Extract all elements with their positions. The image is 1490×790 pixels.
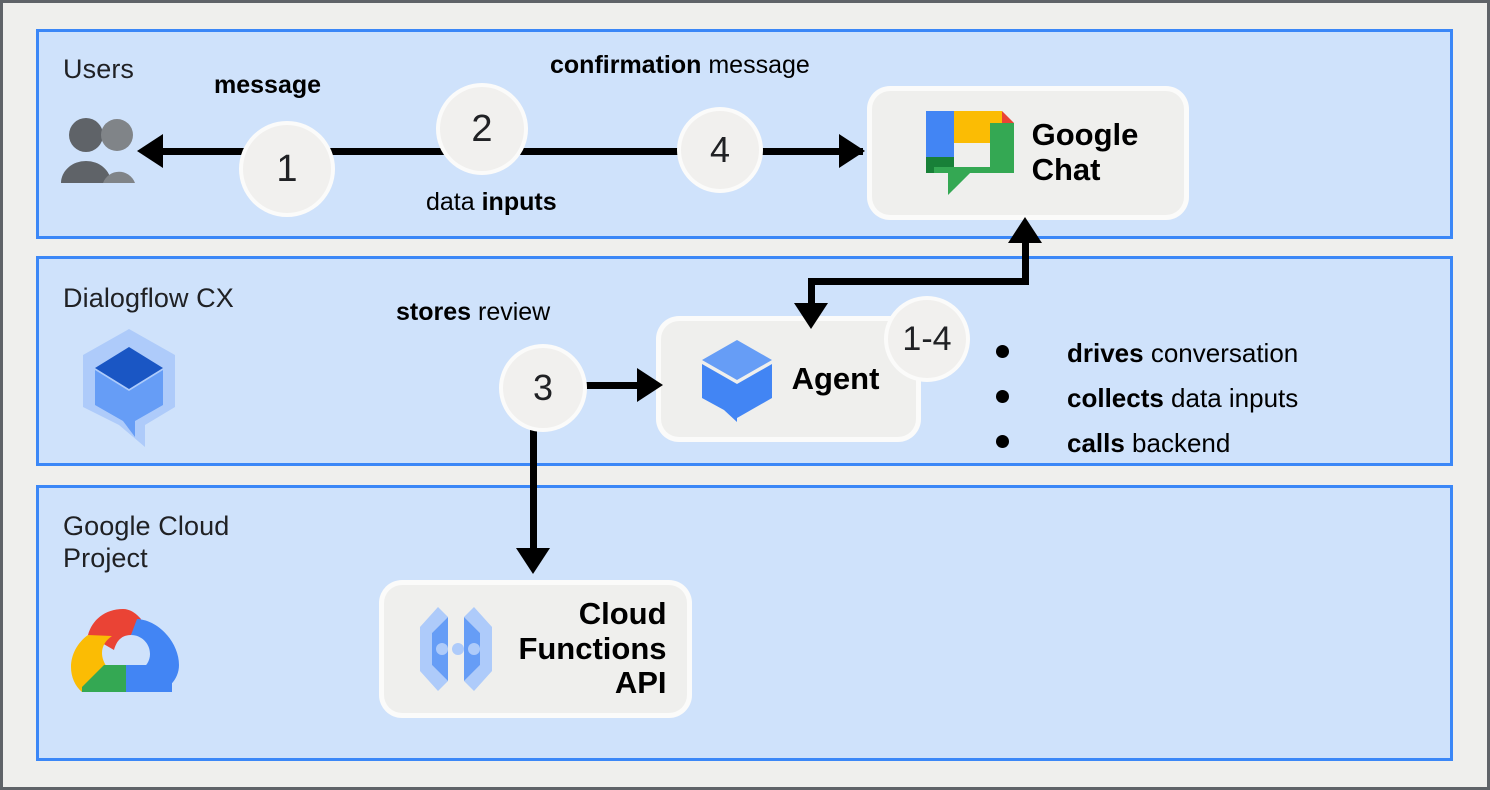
bullet-0-plain: conversation bbox=[1143, 338, 1299, 368]
edge-label-data-inputs: data inputs bbox=[426, 188, 557, 217]
arrowhead-chat-to-agent bbox=[794, 303, 828, 329]
arrowhead-to-users bbox=[137, 134, 163, 168]
dialogflow-cx-icon bbox=[75, 325, 183, 450]
bullet-dot-icon bbox=[996, 390, 1009, 403]
bullet-item: calls backend bbox=[996, 428, 1298, 459]
bullet-2-bold: calls bbox=[1067, 428, 1125, 458]
card-google-chat-label: Google Chat bbox=[1031, 117, 1139, 187]
panel-gcp bbox=[36, 485, 1453, 761]
card-cloud-functions[interactable]: Cloud Functions API bbox=[384, 585, 687, 713]
bullet-1-bold: collects bbox=[1067, 383, 1164, 413]
step-2-label: 2 bbox=[471, 107, 493, 150]
step-circle-4[interactable]: 4 bbox=[681, 111, 759, 189]
bullet-text: calls backend bbox=[1067, 428, 1230, 459]
card-agent-label: Agent bbox=[791, 360, 880, 396]
arrowhead-step3-to-agent bbox=[637, 368, 663, 402]
connector-agent-to-chat-horizontal bbox=[808, 278, 1029, 285]
step-3-label: 3 bbox=[532, 367, 554, 408]
bullet-2-plain: backend bbox=[1124, 428, 1231, 458]
step-4-label: 4 bbox=[709, 129, 731, 170]
card-google-chat[interactable]: Google Chat bbox=[872, 91, 1184, 215]
card-cloud-functions-label: Cloud Functions API bbox=[518, 595, 667, 701]
cloud-functions-icon bbox=[404, 601, 508, 697]
bullet-text: drives conversation bbox=[1067, 338, 1298, 369]
users-icon bbox=[59, 115, 141, 185]
google-chat-icon bbox=[918, 105, 1018, 201]
edge-label-confirmation-plain: message bbox=[701, 51, 810, 79]
step-1-label: 1 bbox=[276, 147, 298, 190]
badge-circle-1-4[interactable]: 1-4 bbox=[888, 300, 966, 378]
step-circle-1[interactable]: 1 bbox=[243, 125, 331, 213]
edge-label-confirmation-message: confirmation message bbox=[550, 51, 810, 80]
bullet-1-plain: data inputs bbox=[1163, 383, 1299, 413]
edge-label-message-bold: message bbox=[214, 71, 322, 99]
step-circle-3[interactable]: 3 bbox=[503, 348, 583, 428]
edge-label-stores-bold: stores bbox=[396, 298, 472, 326]
bullet-dot-icon bbox=[996, 345, 1009, 358]
arrowhead-to-cloud-functions bbox=[516, 548, 550, 574]
edge-label-review-plain: review bbox=[471, 298, 551, 326]
step-circle-2[interactable]: 2 bbox=[440, 87, 524, 171]
connector-step3-to-cloud-functions bbox=[530, 423, 537, 551]
edge-label-data-plain: data bbox=[426, 188, 482, 216]
badge-1-4-label: 1-4 bbox=[902, 319, 952, 358]
google-cloud-icon bbox=[65, 605, 181, 697]
bullet-0-bold: drives bbox=[1067, 338, 1144, 368]
panel-users-title: Users bbox=[63, 54, 135, 84]
edge-label-message: message bbox=[214, 71, 321, 100]
arrowhead-agent-to-chat bbox=[1008, 217, 1042, 243]
dialogflow-agent-icon bbox=[698, 336, 776, 422]
panel-dialogflow-title: Dialogflow CX bbox=[63, 283, 234, 313]
edge-label-confirmation-bold: confirmation bbox=[550, 51, 702, 79]
panel-gcp-title: Google Cloud Project bbox=[63, 511, 230, 573]
edge-label-stores-review: stores review bbox=[396, 298, 550, 327]
bullet-item: drives conversation bbox=[996, 338, 1298, 369]
connector-step3-to-agent bbox=[581, 382, 643, 389]
card-agent[interactable]: Agent bbox=[661, 321, 916, 437]
edge-label-inputs-bold: inputs bbox=[481, 188, 557, 216]
agent-bullet-list: drives conversation collects data inputs… bbox=[996, 338, 1298, 473]
bullet-text: collects data inputs bbox=[1067, 383, 1298, 414]
connector-chat-to-agent-vertical bbox=[808, 278, 815, 306]
arrowhead-to-google-chat bbox=[839, 134, 865, 168]
bullet-dot-icon bbox=[996, 435, 1009, 448]
connector-agent-to-chat-vertical bbox=[1022, 243, 1029, 285]
bullet-item: collects data inputs bbox=[996, 383, 1298, 414]
